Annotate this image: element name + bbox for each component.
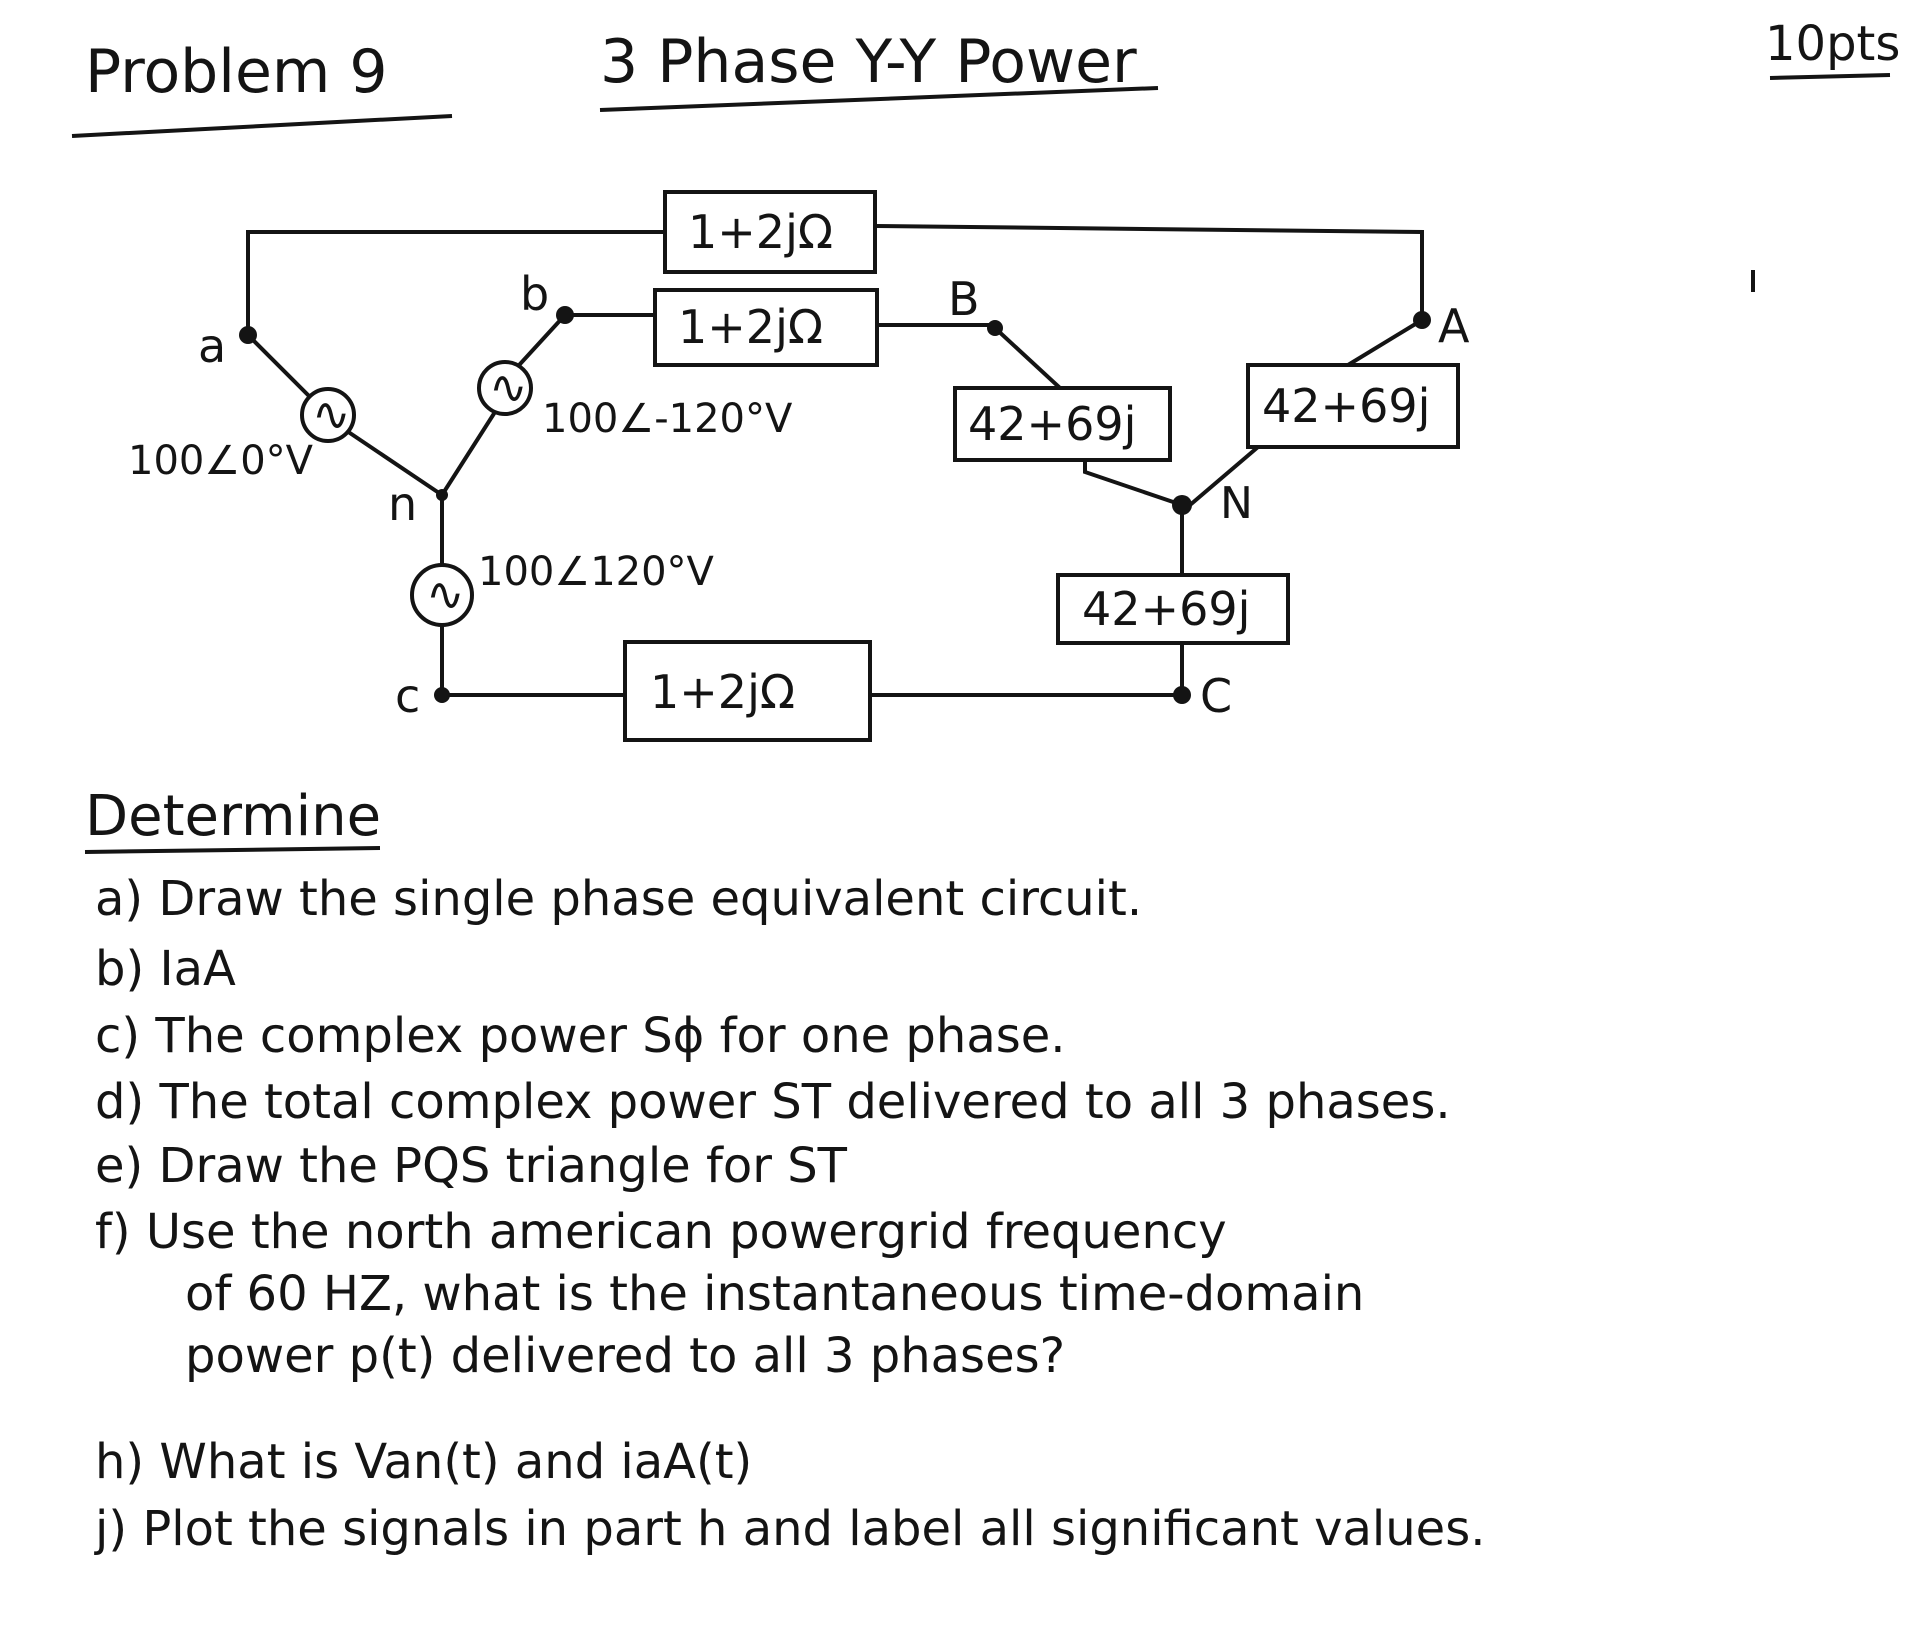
- line-impedance-a-label: 1+2jΩ: [688, 205, 833, 259]
- points-label: 10pts: [1765, 16, 1900, 72]
- question-f-line-1: f) Use the north american powergrid freq…: [95, 1204, 1227, 1260]
- wire-A-to-load: [1346, 318, 1424, 367]
- determine-underline: [84, 846, 381, 854]
- load-impedance-C-label: 42+69j: [1082, 582, 1250, 636]
- wire-source-a-to-n: [336, 423, 444, 497]
- line-impedance-a: [663, 190, 877, 274]
- circuit-diagram: a ∿ 100∠0°V 1+2jΩ A 42+69j b ∿ 100∠-120°…: [128, 190, 1470, 742]
- node-b-label: b: [520, 267, 549, 321]
- wire-a-to-source: [246, 333, 320, 407]
- question-b: b) IaA: [95, 941, 236, 997]
- node-B-label: B: [948, 272, 980, 326]
- neutral-N: N 42+69j C: [1056, 478, 1290, 723]
- question-f-line-3: power p(t) delivered to all 3 phases?: [185, 1328, 1065, 1384]
- source-a: [300, 387, 356, 443]
- phase-c-branch: n ∿ 100∠120°V c 1+2jΩ: [388, 477, 1182, 742]
- ac-source-icon: ∿: [426, 567, 465, 621]
- source-b-label: 100∠-120°V: [542, 396, 793, 442]
- node-A-label: A: [1438, 299, 1470, 353]
- wire-B-to-load: [993, 326, 1062, 390]
- question-d: d) The total complex power ST delivered …: [95, 1074, 1451, 1130]
- node-a-label: a: [198, 319, 226, 373]
- phase-a-branch: a ∿ 100∠0°V 1+2jΩ A 42+69j: [128, 190, 1470, 507]
- question-c: c) The complex power Sϕ for one phase.: [95, 1008, 1066, 1064]
- line-impedance-c-label: 1+2jΩ: [650, 665, 795, 719]
- points-underline: [1769, 73, 1891, 80]
- node-a-dot: [239, 326, 257, 344]
- question-h: h) What is Van(t) and iaA(t): [95, 1434, 752, 1490]
- line-impedance-c: [623, 640, 872, 742]
- questions: Determine a) Draw the single phase equiv…: [84, 784, 1485, 1557]
- load-impedance-A-label: 42+69j: [1262, 379, 1430, 433]
- node-C-label: C: [1200, 669, 1232, 723]
- question-a: a) Draw the single phase equivalent circ…: [95, 871, 1142, 927]
- wire-line-a-to-A: [874, 224, 1424, 320]
- load-impedance-A: [1246, 363, 1460, 449]
- question-f-line-2: of 60 HZ, what is the instantaneous time…: [185, 1266, 1364, 1322]
- problem-title-underline: [71, 114, 453, 138]
- question-e: e) Draw the PQS triangle for ST: [95, 1138, 848, 1194]
- determine-heading: Determine: [85, 784, 381, 849]
- load-impedance-B-label: 42+69j: [968, 397, 1136, 451]
- header: Problem 9 3 Phase Y-Y Power 10pts: [71, 16, 1900, 292]
- wire-load-B-to-N: [1083, 460, 1183, 507]
- node-c-label: c: [395, 669, 420, 723]
- topic-title: 3 Phase Y-Y Power: [600, 27, 1137, 97]
- node-N-label: N: [1220, 478, 1253, 529]
- ac-source-icon: ∿: [312, 387, 351, 441]
- wire-a-to-line: [246, 230, 665, 335]
- source-c-label: 100∠120°V: [478, 549, 715, 595]
- line-impedance-b: [653, 288, 879, 367]
- question-j: j) Plot the signals in part h and label …: [94, 1501, 1485, 1557]
- wire-source-b-to-n: [440, 410, 497, 497]
- node-n-label: n: [388, 477, 417, 531]
- load-impedance-B: [953, 386, 1172, 462]
- line-impedance-b-label: 1+2jΩ: [678, 300, 823, 354]
- load-impedance-C: [1056, 573, 1290, 645]
- ac-source-icon: ∿: [489, 360, 528, 414]
- problem-title: Problem 9: [85, 37, 388, 107]
- topic-title-underline: [599, 86, 1159, 112]
- source-b: [477, 360, 533, 416]
- phase-b-branch: b ∿ 100∠-120°V 1+2jΩ B 42+69j: [440, 267, 1183, 507]
- wire-load-A-to-N: [1188, 445, 1260, 507]
- source-a-label: 100∠0°V: [128, 438, 314, 484]
